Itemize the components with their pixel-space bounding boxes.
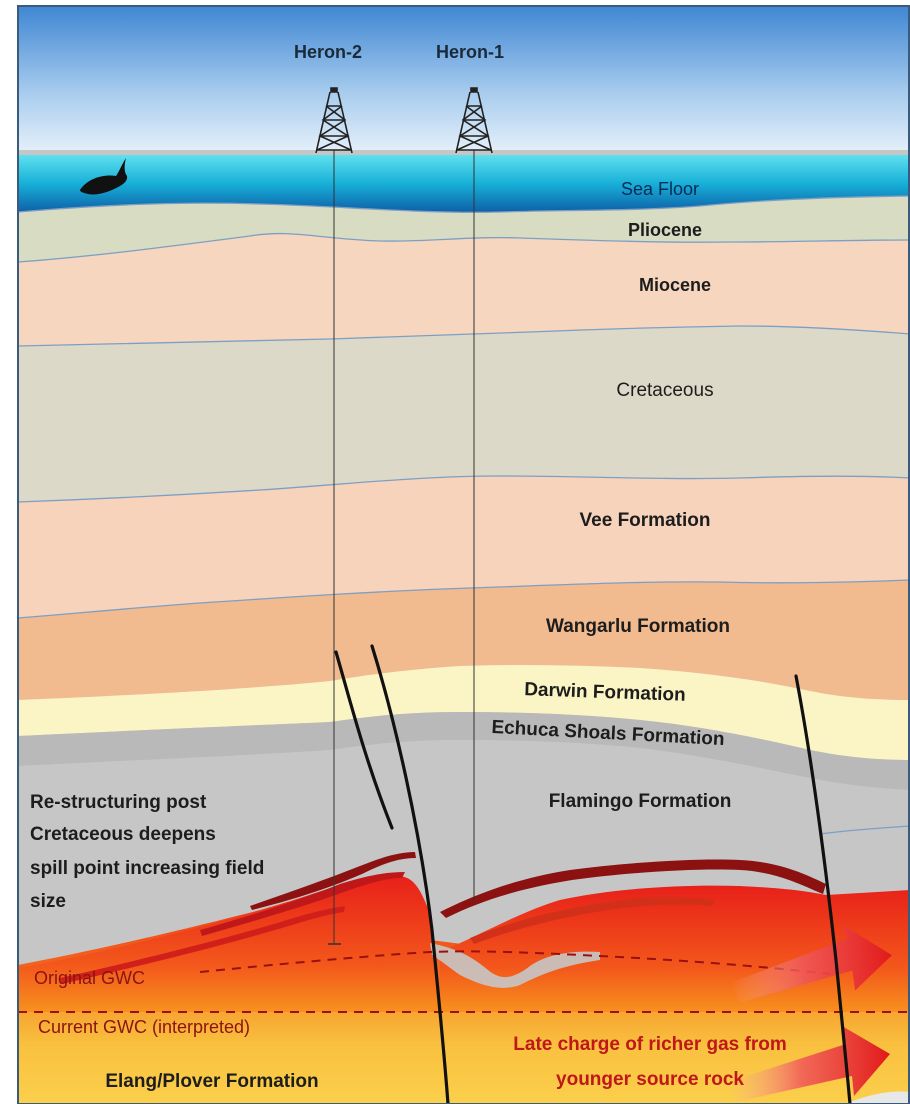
- late-charge-note-line-2: younger source rock: [556, 1069, 744, 1090]
- flamingo-boundary-line: [819, 825, 910, 835]
- current-gwc-label: Current GWC (interpreted): [38, 1017, 250, 1037]
- restructuring-note-line-3: spill point increasing field: [30, 858, 264, 879]
- sea-floor-label: Sea Floor: [621, 179, 699, 199]
- elang-bottom-right: [845, 1091, 910, 1104]
- well-label-heron-2: Heron-2: [294, 42, 362, 62]
- elang-label: Elang/Plover Formation: [105, 1071, 318, 1092]
- layer-boundaries: [17, 195, 910, 619]
- left-stringer-mid: [200, 872, 405, 936]
- sea: [18, 155, 910, 213]
- left-stringer-top: [250, 852, 416, 910]
- right-stringer-top: [440, 859, 826, 918]
- flamingo-label: Flamingo Formation: [549, 791, 732, 812]
- sky: [18, 6, 910, 166]
- well-label-heron-1: Heron-1: [436, 42, 504, 62]
- original-gwc-line: [199, 950, 831, 975]
- pliocene-layer: [18, 196, 910, 262]
- charge-arrow-lower: [728, 1026, 890, 1102]
- whale-icon: [80, 158, 128, 195]
- fault-left-main: [370, 644, 450, 1104]
- darwin-layer: [18, 664, 910, 760]
- wangarlu-layer: [18, 580, 910, 700]
- charge-arrow-upper: [730, 924, 892, 1003]
- echuca-layer: [18, 712, 910, 790]
- vee-label: Vee Formation: [580, 510, 711, 531]
- elang-layer: [18, 1012, 910, 1104]
- fault-left-short: [334, 650, 394, 830]
- miocene-label: Miocene: [639, 275, 711, 295]
- restructuring-note-line-2: Cretaceous deepens: [30, 824, 216, 845]
- late-charge-note-line-1: Late charge of richer gas from: [513, 1034, 786, 1055]
- restructuring-note-line-1: Re-structuring post: [30, 792, 207, 813]
- left-stringer-low: [60, 906, 345, 984]
- restructuring-note-line-4: size: [30, 891, 66, 912]
- vee-layer: [18, 476, 910, 618]
- cretaceous-label: Cretaceous: [616, 380, 713, 401]
- miocene-layer: [18, 233, 910, 346]
- wangarlu-label: Wangarlu Formation: [546, 616, 730, 637]
- rig-icon: [455, 87, 493, 154]
- trough-wedge: [430, 943, 600, 988]
- well-bores: [328, 150, 475, 945]
- pliocene-label: Pliocene: [628, 220, 702, 240]
- original-gwc-label: Original GWC: [34, 968, 145, 988]
- cretaceous-layer: [18, 326, 910, 502]
- right-stringer-low: [470, 897, 715, 944]
- rig-icon: [315, 87, 353, 154]
- fault-right: [794, 674, 852, 1104]
- faults: [334, 644, 852, 1104]
- frame-border: [17, 5, 910, 1104]
